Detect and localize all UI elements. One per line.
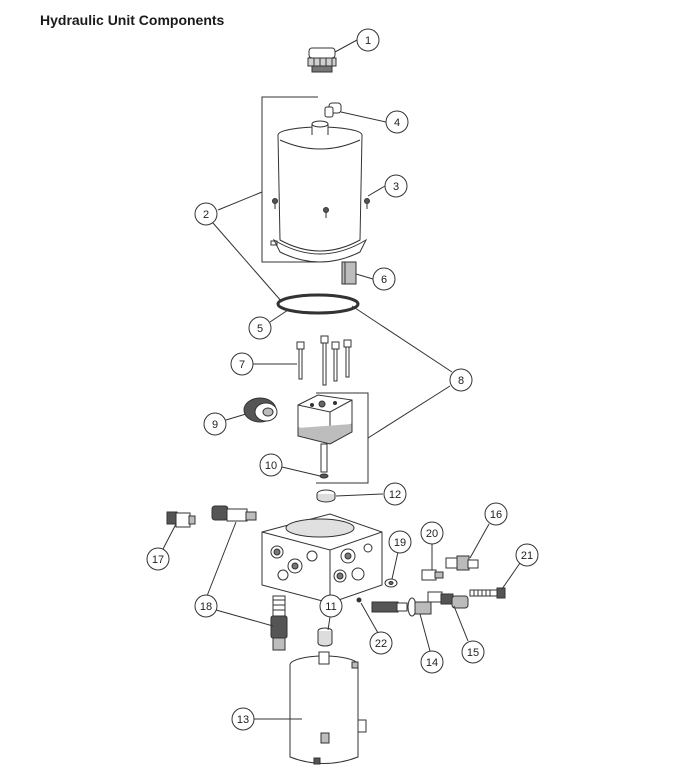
svg-text:15: 15: [467, 647, 479, 659]
pump-coupling: [243, 397, 278, 423]
svg-text:10: 10: [265, 460, 277, 472]
callout-9: 9: [203, 412, 227, 436]
relief-valve: [166, 511, 196, 528]
callout-17: 17: [146, 547, 170, 571]
reservoir-tank: [270, 120, 370, 263]
callout-12: 12: [383, 482, 407, 506]
plug-washer: [384, 578, 398, 588]
callout-19: 19: [388, 530, 412, 554]
check-valve: [427, 591, 469, 609]
svg-text:14: 14: [426, 657, 438, 669]
svg-text:5: 5: [257, 323, 263, 335]
callout-1: 1: [356, 28, 380, 52]
callout-10: 10: [259, 453, 283, 477]
svg-text:2: 2: [203, 209, 209, 221]
small-washer: [319, 473, 329, 479]
mounting-bolts: [296, 335, 352, 386]
svg-text:6: 6: [381, 274, 387, 286]
callout-5: 5: [248, 316, 272, 340]
svg-text:8: 8: [458, 375, 464, 387]
callout-2: 2: [194, 202, 218, 226]
svg-text:13: 13: [237, 714, 249, 726]
svg-text:20: 20: [426, 528, 438, 540]
callout-13: 13: [231, 707, 255, 731]
callout-14: 14: [420, 650, 444, 674]
svg-text:1: 1: [365, 35, 371, 47]
pressure-fitting: [445, 555, 479, 571]
gear-pump: [297, 394, 353, 473]
svg-text:11: 11: [325, 601, 336, 613]
electric-motor: [289, 651, 367, 765]
callout-16: 16: [484, 502, 508, 526]
svg-text:18: 18: [200, 601, 212, 613]
svg-text:16: 16: [490, 509, 502, 521]
solenoid-cartridge: [270, 595, 288, 651]
solenoid-valve: [211, 505, 257, 522]
o-ring-seal: [276, 293, 360, 315]
svg-text:19: 19: [394, 537, 406, 549]
callout-4: 4: [385, 110, 409, 134]
callout-3: 3: [384, 174, 408, 198]
svg-text:12: 12: [389, 489, 401, 501]
callout-22: 22: [369, 631, 393, 655]
svg-text:4: 4: [394, 117, 400, 129]
check-ball: [356, 597, 362, 603]
leader-lines: [162, 39, 521, 720]
needle-valve: [421, 569, 444, 581]
valve-manifold: [261, 513, 383, 604]
svg-text:9: 9: [212, 419, 218, 431]
cartridge-valve: [371, 597, 432, 617]
reservoir-bracket: [261, 96, 318, 263]
svg-text:21: 21: [521, 550, 533, 562]
motor-coupler: [317, 627, 333, 647]
elbow-fitting: [324, 102, 342, 118]
callout-8: 8: [449, 368, 473, 392]
filter-block: [341, 261, 357, 285]
breather-cap: [307, 47, 337, 73]
callout-6: 6: [372, 267, 396, 291]
svg-text:7: 7: [239, 359, 245, 371]
diagram-title: Hydraulic Unit Components: [40, 12, 225, 28]
callout-18: 18: [194, 594, 218, 618]
callout-21: 21: [515, 543, 539, 567]
svg-text:17: 17: [152, 554, 164, 566]
callout-11: 11: [319, 594, 343, 618]
callout-15: 15: [461, 640, 485, 664]
pump-spacer: [316, 489, 336, 503]
threaded-rod: [469, 587, 506, 599]
svg-text:22: 22: [375, 638, 387, 650]
svg-text:3: 3: [393, 181, 399, 193]
callout-7: 7: [230, 352, 254, 376]
callout-20: 20: [420, 521, 444, 545]
